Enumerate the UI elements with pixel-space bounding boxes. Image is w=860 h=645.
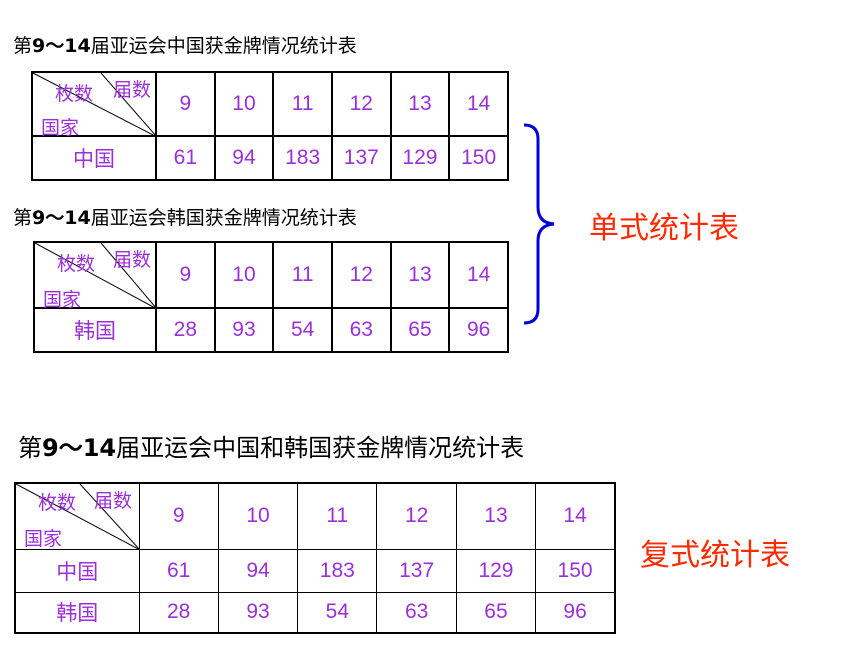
corner-country-label: 国家 bbox=[24, 529, 63, 550]
compound-table-label: 复式统计表 bbox=[640, 538, 790, 573]
session-cell: 10 bbox=[217, 482, 299, 550]
corner-session-label: 届数 bbox=[113, 250, 152, 271]
value-cell: 63 bbox=[330, 307, 392, 353]
corner-session-label: 届数 bbox=[94, 491, 133, 512]
session-cell: 12 bbox=[330, 241, 392, 309]
corner-count-label: 枚数 bbox=[57, 254, 96, 275]
corner-session-label: 届数 bbox=[113, 80, 152, 101]
combined-gold-table: 届数 枚数 国家 9 10 11 12 13 14 中国 61 94 183 1… bbox=[14, 482, 616, 634]
value-cell: 94 bbox=[213, 135, 275, 181]
corner-header: 届数 枚数 国家 bbox=[33, 241, 157, 311]
china-gold-table: 届数 枚数 国家 9 10 11 12 13 14 中国 61 94 183 1… bbox=[31, 71, 509, 181]
value-cell: 28 bbox=[138, 591, 219, 634]
value-cell: 28 bbox=[155, 307, 216, 353]
table-row: 韩国 28 93 54 63 65 96 bbox=[33, 307, 509, 353]
session-cell: 13 bbox=[389, 241, 451, 309]
value-cell: 129 bbox=[455, 548, 537, 593]
value-cell: 129 bbox=[389, 135, 451, 181]
value-cell: 93 bbox=[217, 591, 299, 634]
value-cell: 61 bbox=[138, 548, 219, 593]
country-cell: 中国 bbox=[31, 135, 157, 181]
diagonal-lines bbox=[16, 484, 140, 550]
combined-table-title: 第9～14届亚运会中国和韩国获金牌情况统计表 bbox=[18, 434, 525, 462]
table-row: 韩国 28 93 54 63 65 96 bbox=[14, 591, 616, 634]
value-cell: 150 bbox=[535, 548, 616, 593]
value-cell: 137 bbox=[376, 548, 457, 593]
corner-country-label: 国家 bbox=[41, 118, 80, 139]
value-cell: 94 bbox=[217, 548, 299, 593]
table-row: 中国 61 94 183 137 129 150 bbox=[31, 135, 509, 181]
value-cell: 150 bbox=[448, 135, 509, 181]
country-cell: 韩国 bbox=[14, 591, 140, 634]
table-row: 中国 61 94 183 137 129 150 bbox=[14, 548, 616, 593]
corner-country-label: 国家 bbox=[43, 290, 82, 311]
session-cell: 12 bbox=[330, 71, 392, 137]
korea-gold-table: 届数 枚数 国家 9 10 11 12 13 14 韩国 28 93 54 63… bbox=[33, 241, 509, 353]
china-table-title: 第9～14届亚运会中国获金牌情况统计表 bbox=[13, 35, 357, 57]
session-cell: 9 bbox=[155, 71, 216, 137]
corner-header: 届数 枚数 国家 bbox=[14, 482, 140, 550]
country-cell: 韩国 bbox=[33, 307, 157, 353]
diagonal-lines bbox=[35, 243, 157, 309]
session-cell: 9 bbox=[138, 482, 219, 550]
country-cell: 中国 bbox=[14, 548, 140, 593]
session-cell: 9 bbox=[155, 241, 216, 309]
value-cell: 65 bbox=[389, 307, 451, 353]
session-cell: 12 bbox=[376, 482, 457, 550]
session-cell: 11 bbox=[272, 71, 333, 137]
korea-table-title: 第9～14届亚运会韩国获金牌情况统计表 bbox=[13, 207, 357, 229]
value-cell: 54 bbox=[297, 591, 378, 634]
corner-header: 届数 枚数 国家 bbox=[31, 71, 157, 139]
value-cell: 65 bbox=[455, 591, 537, 634]
value-cell: 183 bbox=[297, 548, 378, 593]
session-cell: 10 bbox=[213, 71, 275, 137]
session-cell: 14 bbox=[448, 71, 509, 137]
session-cell: 10 bbox=[213, 241, 275, 309]
corner-count-label: 枚数 bbox=[55, 84, 94, 105]
value-cell: 183 bbox=[272, 135, 333, 181]
session-cell: 13 bbox=[455, 482, 537, 550]
corner-count-label: 枚数 bbox=[38, 493, 77, 514]
value-cell: 137 bbox=[330, 135, 392, 181]
session-cell: 11 bbox=[297, 482, 378, 550]
value-cell: 93 bbox=[213, 307, 275, 353]
value-cell: 61 bbox=[155, 135, 216, 181]
value-cell: 96 bbox=[448, 307, 509, 353]
value-cell: 63 bbox=[376, 591, 457, 634]
curly-brace-icon bbox=[523, 123, 555, 325]
diagonal-lines bbox=[33, 73, 157, 137]
session-cell: 13 bbox=[389, 71, 451, 137]
session-cell: 14 bbox=[535, 482, 616, 550]
session-cell: 11 bbox=[272, 241, 333, 309]
value-cell: 54 bbox=[272, 307, 333, 353]
session-cell: 14 bbox=[448, 241, 509, 309]
value-cell: 96 bbox=[535, 591, 616, 634]
single-table-label: 单式统计表 bbox=[589, 211, 739, 246]
